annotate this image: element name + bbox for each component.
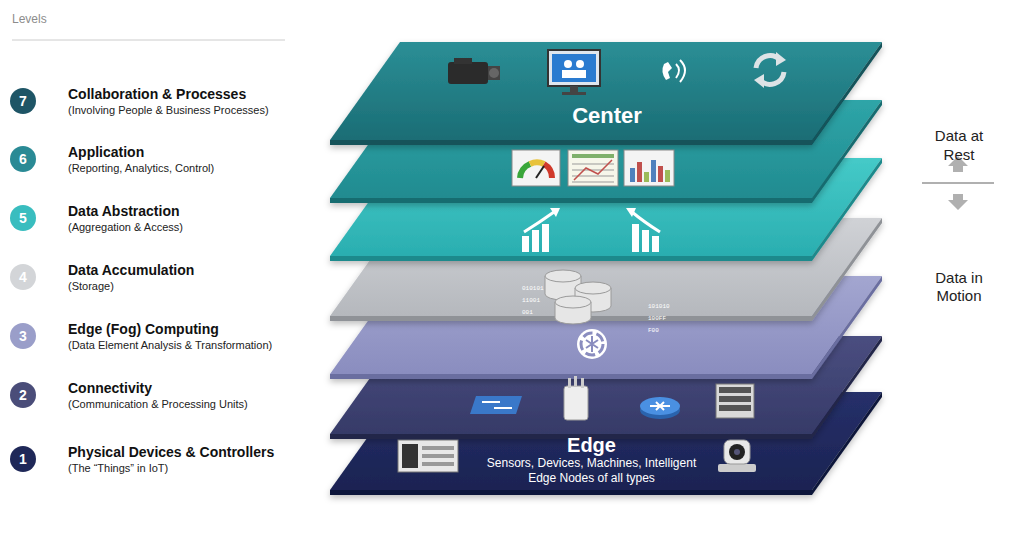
level-entry: 4 Data Accumulation (Storage) — [10, 264, 310, 294]
layer-plate: EdgeSensors, Devices, Machines, Intellig… — [330, 392, 882, 490]
layer-plate: Center — [330, 42, 882, 140]
level-number: 4 — [10, 264, 36, 290]
access-icon — [626, 208, 660, 252]
icons — [398, 50, 994, 472]
report-table-icon — [568, 150, 618, 186]
level-entry: 7 Collaboration & Processes (Involving Peo… — [10, 88, 310, 118]
binary-digits: 010101 — [522, 286, 1013, 292]
fog-computing-icon — [577, 329, 607, 359]
side-label: Data at Rest — [919, 127, 999, 165]
level-subtitle: (Communication & Processing Units) — [68, 398, 248, 410]
binary-digits: 001 — [522, 310, 1013, 316]
layer-name: Center — [492, 104, 722, 128]
level-subtitle: (Involving People & Business Processes) — [68, 104, 269, 116]
level-subtitle: (Aggregation & Access) — [68, 221, 183, 233]
divider-line — [922, 182, 994, 184]
binary-digits: 100FF — [648, 316, 1013, 322]
binary-digits: 11001 — [522, 298, 1013, 304]
level-number: 7 — [10, 88, 36, 114]
monitor-icon — [548, 50, 600, 95]
level-entry: 2 Connectivity (Communication & Processing… — [10, 382, 310, 412]
level-number: 5 — [10, 205, 36, 231]
level-subtitle: (Reporting, Analytics, Control) — [68, 162, 214, 174]
access-point-icon — [564, 376, 588, 420]
binary-digits: F00 — [648, 328, 1013, 334]
switch-icon — [470, 396, 522, 414]
level-entry: 1 Physical Devices & Controllers (The “Thi… — [10, 446, 310, 476]
layer-plate — [330, 42, 882, 145]
level-title: Collaboration & Processes — [68, 86, 246, 102]
level-title: Data Abstraction — [68, 203, 180, 219]
level-title: Edge (Fog) Computing — [68, 321, 219, 337]
phone-icon — [662, 60, 685, 82]
controller-device-icon — [398, 440, 458, 472]
level-title: Data Accumulation — [68, 262, 194, 278]
level-entry: 5 Data Abstraction (Aggregation & Access) — [10, 205, 310, 235]
level-title: Application — [68, 144, 144, 160]
server-icon — [716, 384, 754, 418]
layer-name: Edge — [484, 434, 699, 456]
level-subtitle: (Storage) — [68, 280, 114, 292]
side-label: Data in Motion — [919, 269, 999, 307]
bar-chart-icon — [624, 150, 674, 186]
level-entry: 3 Edge (Fog) Computing (Data Element Analy… — [10, 323, 310, 353]
level-number: 1 — [10, 446, 36, 472]
level-subtitle: (Data Element Analysis & Transformation) — [68, 339, 272, 351]
aggregation-icon — [522, 208, 560, 252]
level-number: 3 — [10, 323, 36, 349]
database-icon — [545, 270, 611, 324]
level-number: 2 — [10, 382, 36, 408]
binary-digits: 101010 — [648, 304, 1013, 310]
layer-description: Sensors, Devices, Machines, Intelligent … — [484, 456, 699, 486]
ptz-camera-icon — [718, 440, 756, 472]
gauge-icon — [512, 150, 560, 186]
level-title: Physical Devices & Controllers — [68, 444, 274, 460]
level-number: 6 — [10, 146, 36, 172]
header-rule — [12, 40, 285, 41]
level-title: Connectivity — [68, 380, 152, 396]
router-icon — [640, 397, 680, 419]
down-arrow — [948, 194, 968, 210]
layers — [330, 42, 882, 495]
level-entry: 6 Application (Reporting, Analytics, Contr… — [10, 146, 310, 176]
sync-icon — [754, 52, 786, 88]
header-label: Levels — [12, 12, 212, 27]
level-subtitle: (The “Things” in IoT) — [68, 462, 168, 474]
video-camera-icon — [448, 58, 500, 84]
